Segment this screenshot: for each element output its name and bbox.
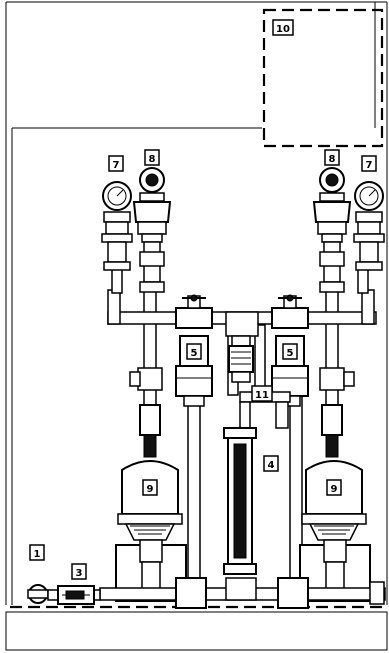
label-9-right: 9 — [326, 479, 342, 496]
label-9-right-text: 9 — [331, 484, 338, 495]
label-5-left-text: 5 — [191, 348, 198, 359]
label-8-right: 8 — [324, 149, 340, 166]
label-4-text: 4 — [268, 460, 275, 471]
inlet-assembly — [27, 584, 101, 605]
lower-fittings — [129, 367, 355, 458]
calibration-column — [223, 427, 257, 575]
label-10: 10 — [272, 19, 294, 36]
pressure-regulator-right — [312, 167, 352, 293]
pressure-gauge-right — [353, 181, 385, 271]
label-8-right-text: 8 — [329, 154, 336, 165]
label-10-text: 10 — [276, 24, 290, 35]
optional-enclosure-10 — [262, 8, 384, 148]
label-7-left: 7 — [108, 155, 124, 172]
label-7-left-text: 7 — [113, 160, 120, 171]
label-5-right-text: 5 — [287, 348, 294, 359]
label-8-left: 8 — [144, 149, 160, 166]
label-5-right: 5 — [282, 343, 298, 360]
label-7-right-text: 7 — [366, 160, 373, 171]
central-tee — [225, 311, 259, 383]
label-1-text: 1 — [34, 549, 41, 560]
label-9-left: 9 — [142, 479, 158, 496]
pressure-regulator-left — [132, 167, 172, 293]
label-9-left-text: 9 — [147, 484, 154, 495]
label-11: 11 — [251, 385, 273, 402]
label-3-text: 3 — [76, 568, 83, 579]
label-8-left-text: 8 — [149, 154, 156, 165]
pressure-gauge-left — [101, 181, 133, 271]
label-1: 1 — [29, 544, 45, 561]
label-3: 3 — [71, 563, 87, 580]
label-4: 4 — [263, 455, 279, 472]
ball-valve-right — [271, 294, 309, 329]
bottom-manifold — [99, 577, 386, 609]
label-11-text: 11 — [255, 390, 269, 401]
label-7-right: 7 — [361, 155, 377, 172]
label-5-left: 5 — [186, 343, 202, 360]
ball-valve-left — [175, 294, 213, 329]
